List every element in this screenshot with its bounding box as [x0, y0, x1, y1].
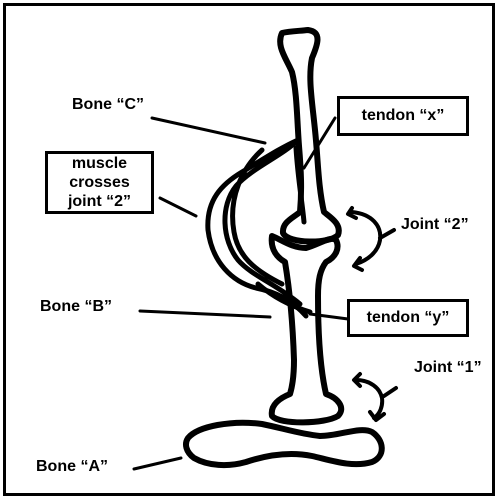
bone-a-shape: [186, 423, 382, 465]
muscle-label-line2: crosses: [69, 173, 130, 192]
joint-1-label: Joint “1”: [414, 359, 482, 377]
tendon-y-label: tendon “y”: [347, 299, 469, 337]
bone-c-pointer: [152, 118, 265, 143]
bone-c-shape: [280, 30, 339, 242]
bone-a-label: Bone “A”: [36, 458, 108, 476]
joint-2-label: Joint “2”: [401, 216, 469, 234]
muscle-label-line1: muscle: [72, 154, 127, 173]
bone-c-label: Bone “C”: [72, 96, 144, 114]
bone-b-shape: [272, 236, 342, 422]
muscle-label: muscle crosses joint “2”: [45, 151, 154, 214]
muscle-label-line3: joint “2”: [68, 192, 131, 211]
bone-b-pointer: [140, 311, 270, 317]
bone-b-label: Bone “B”: [40, 298, 112, 316]
bone-a-pointer: [134, 458, 181, 469]
muscle-pointer: [160, 198, 196, 216]
tendon-x-label: tendon “x”: [337, 96, 469, 136]
